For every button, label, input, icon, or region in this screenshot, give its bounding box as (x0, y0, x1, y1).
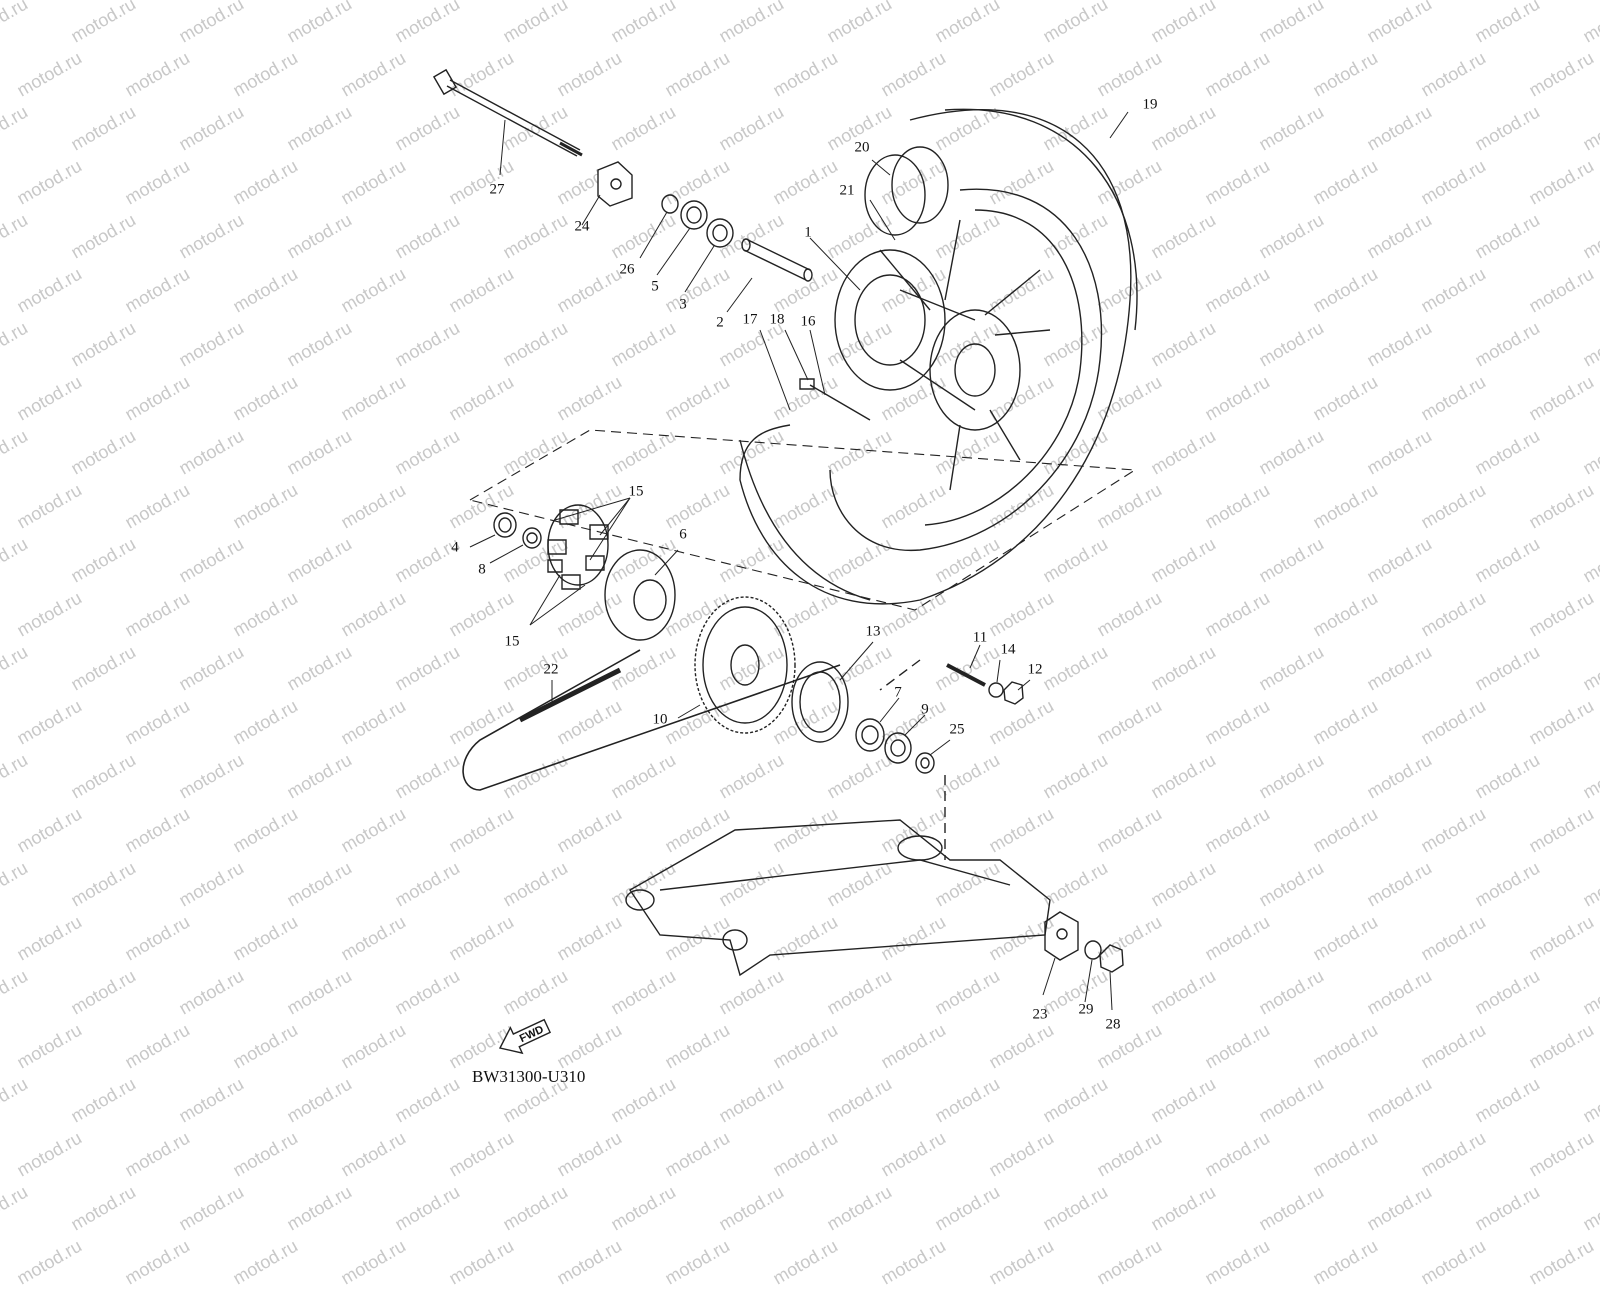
part-29-washer (1085, 941, 1101, 959)
callout-25: 25 (949, 721, 965, 738)
part-19-tire (740, 109, 1137, 604)
callout-21: 21 (839, 182, 855, 199)
callout-8: 8 (478, 561, 486, 578)
callout-7: 7 (894, 684, 902, 701)
callout-15a: 15 (628, 483, 644, 500)
callout-4: 4 (451, 539, 459, 556)
fwd-label: FWD (518, 1024, 546, 1045)
callout-27: 27 (489, 181, 505, 198)
callout-17: 17 (742, 311, 758, 328)
callout-22: 22 (543, 661, 559, 678)
callout-28: 28 (1105, 1016, 1121, 1033)
callout-20: 20 (854, 139, 870, 156)
callout-13: 13 (865, 623, 881, 640)
part-15-dampers (548, 505, 608, 589)
watermark-text: motod.ru (553, 1235, 626, 1289)
part-14-washer (989, 683, 1003, 697)
callout-26: 26 (619, 261, 635, 278)
watermark-text: motod.ru (1525, 1235, 1598, 1289)
watermark-text: motod.ru (1201, 1235, 1274, 1289)
part-26-collar (662, 195, 678, 213)
callout-11: 11 (972, 629, 988, 646)
part-10-sprocket (695, 597, 795, 733)
part-28-nut (1100, 945, 1123, 972)
watermark-text: motod.ru (877, 1235, 950, 1289)
watermark-text: motod.ru (229, 1235, 302, 1289)
part-27-axle (434, 70, 582, 156)
watermark-text: motod.ru (121, 1235, 194, 1289)
part-4-bearing (494, 513, 516, 537)
part-20-tube (865, 147, 948, 235)
part-24-plate (598, 162, 632, 206)
part-25-collar (916, 753, 934, 773)
part-2-spacer (742, 239, 812, 281)
part-22-chain (463, 650, 840, 790)
part-5-oil-seal (681, 201, 707, 229)
callout-12: 12 (1027, 661, 1043, 678)
callout-16: 16 (800, 313, 816, 330)
callout-3: 3 (679, 296, 687, 313)
callout-10: 10 (652, 711, 668, 728)
callout-15b: 15 (504, 633, 520, 650)
callout-18: 18 (769, 311, 785, 328)
watermark-text: motod.ru (13, 1235, 86, 1289)
watermark-text: motod.ru (661, 1235, 734, 1289)
part-1-hub (835, 220, 1050, 490)
callout-9: 9 (921, 701, 929, 718)
part-12-nut (1004, 682, 1023, 704)
drawing-code: BW31300-U310 (472, 1067, 586, 1086)
fwd-arrow-icon: FWD (494, 1013, 553, 1060)
watermark-text: motod.ru (769, 1235, 842, 1289)
part-9-oil-seal (885, 733, 911, 763)
callout-29: 29 (1078, 1001, 1094, 1018)
callout-24: 24 (574, 218, 590, 235)
part-13-guard-plate (792, 662, 848, 742)
callout-23: 23 (1032, 1006, 1048, 1023)
watermark-text: motod.ru (1309, 1235, 1382, 1289)
part-18-valve (800, 379, 870, 420)
part-23-adjuster (1045, 912, 1078, 960)
exploded-parts-diagram: FWD (0, 0, 1600, 1200)
part-7-bearing (856, 719, 884, 751)
callout-2: 2 (716, 314, 724, 331)
part-3-bearing (707, 219, 733, 247)
callout-1: 1 (804, 224, 812, 241)
leader-lines (470, 112, 1128, 1010)
callout-14: 14 (1000, 641, 1016, 658)
watermark-text: motod.ru (1093, 1235, 1166, 1289)
callout-5: 5 (651, 278, 659, 295)
callout-6: 6 (679, 526, 687, 543)
watermark-text: motod.ru (985, 1235, 1058, 1289)
part-8-spacer (523, 528, 541, 548)
part-6-clutch-hub (605, 550, 675, 640)
watermark-text: motod.ru (1417, 1235, 1490, 1289)
watermark-text: motod.ru (445, 1235, 518, 1289)
part-11-stud (947, 665, 985, 685)
swingarm (626, 820, 1050, 975)
watermark-text: motod.ru (337, 1235, 410, 1289)
callout-19: 19 (1142, 96, 1158, 113)
